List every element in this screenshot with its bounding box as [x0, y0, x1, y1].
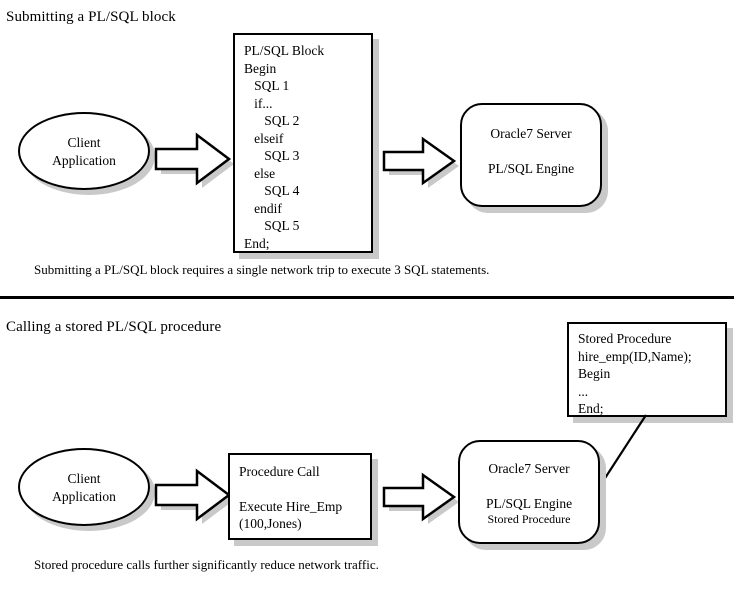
client-line-2: Application: [52, 489, 116, 504]
procedure-call-box[interactable]: Procedure Call Execute Hire_Emp (100,Jon…: [228, 453, 372, 540]
block-arrow-right-icon-3: [150, 464, 236, 526]
procedure-call-spacer: [239, 481, 364, 498]
stored-procedure-line: ...: [578, 383, 589, 399]
stored-procedure-line: End;: [578, 401, 604, 416]
client-line-2: Application: [52, 153, 116, 168]
section-2-caption: Stored procedure calls further significa…: [34, 557, 379, 572]
plsql-code-line: if...: [244, 95, 273, 111]
plsql-code-line: SQL 2: [244, 113, 300, 128]
server-line-1: Oracle7 Server: [488, 461, 570, 476]
plsql-code-line: PL/SQL Block: [244, 43, 325, 58]
section-1-heading: Submitting a PL/SQL block: [6, 9, 176, 25]
plsql-code-line: SQL 5: [244, 218, 300, 233]
server-line-1: Oracle7 Server: [490, 126, 572, 141]
plsql-code-line: SQL 3: [244, 148, 300, 163]
client-application-ellipse-2[interactable]: Client Application: [18, 448, 150, 526]
section-1-caption: Submitting a PL/SQL block requires a sin…: [34, 262, 490, 277]
plsql-code-line: End;: [244, 235, 270, 251]
server-line-3: Stored Procedure: [487, 512, 571, 526]
block-arrow-right-icon-1: [150, 128, 236, 190]
plsql-code-line: else: [244, 165, 276, 181]
stored-procedure-line: hire_emp(ID,Name);: [578, 348, 692, 364]
plsql-code-line: SQL 1: [244, 78, 290, 93]
block-arrow-right-icon-2: [379, 133, 465, 191]
procedure-call-line: Execute Hire_Emp: [239, 498, 343, 514]
plsql-block-box[interactable]: PL/SQL Block Begin SQL 1 if... SQL 2 els…: [233, 33, 373, 253]
client-line-1: Client: [67, 135, 101, 150]
plsql-code-line: SQL 4: [244, 183, 300, 198]
stored-procedure-box[interactable]: Stored Procedure hire_emp(ID,Name); Begi…: [567, 322, 727, 417]
block-arrow-right-icon-4: [379, 469, 465, 527]
procedure-call-line: (100,Jones): [239, 516, 302, 531]
procedure-call-line: Procedure Call: [239, 464, 320, 479]
stored-procedure-line: Stored Procedure: [578, 331, 672, 346]
server-line-2: PL/SQL Engine: [487, 160, 575, 176]
client-line-1: Client: [67, 471, 101, 486]
plsql-code-line: Begin: [244, 60, 277, 76]
oracle-server-box-2[interactable]: Oracle7 Server PL/SQL Engine Stored Proc…: [458, 440, 600, 544]
section-divider: [0, 296, 734, 299]
server-spacer: [460, 478, 598, 495]
plsql-code-line: elseif: [244, 130, 284, 146]
oracle-server-box-1[interactable]: Oracle7 Server PL/SQL Engine: [460, 103, 602, 207]
server-line-2: PL/SQL Engine: [485, 495, 573, 511]
client-application-ellipse-1[interactable]: Client Application: [18, 112, 150, 190]
server-spacer: [462, 143, 600, 160]
stored-procedure-line: Begin: [578, 366, 611, 381]
plsql-code-line: endif: [244, 200, 282, 216]
section-2-heading: Calling a stored PL/SQL procedure: [6, 319, 222, 335]
